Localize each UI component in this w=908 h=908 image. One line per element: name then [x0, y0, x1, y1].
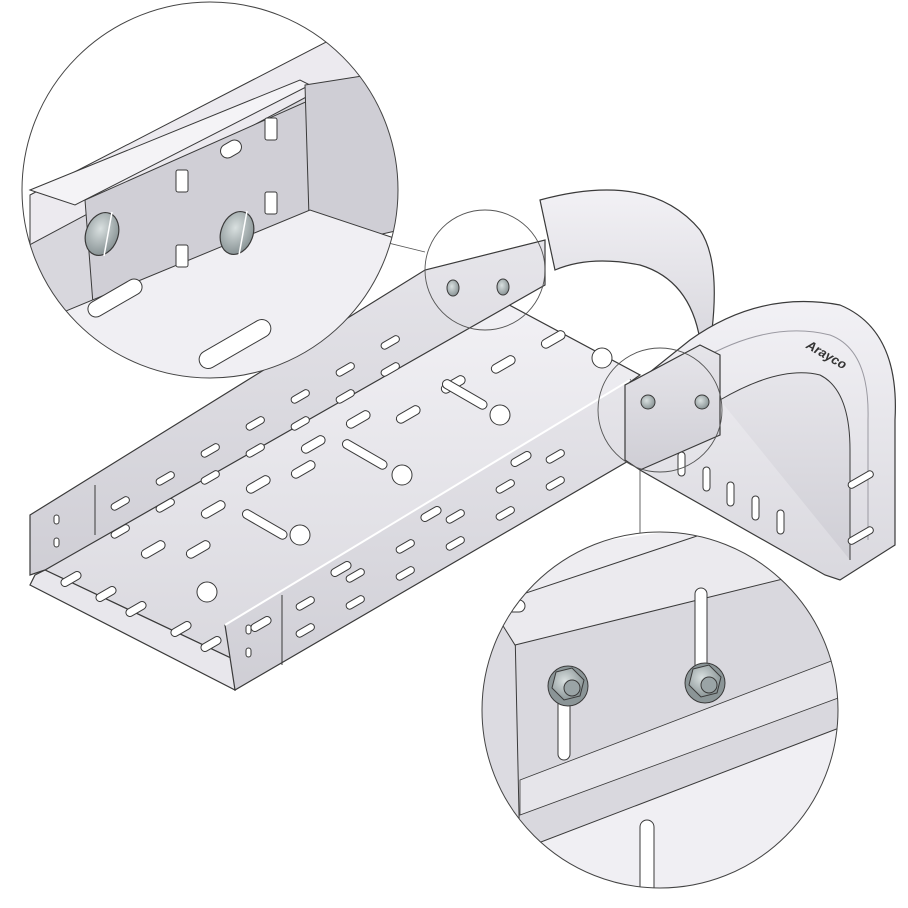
far-wall-slots [110, 335, 400, 539]
detail-callout-top-left [21, 1, 399, 379]
hex-flange-nut-icon [684, 662, 726, 704]
bend-coupler [624, 344, 721, 471]
callout-source-top [424, 209, 546, 331]
floor-perforations [60, 330, 613, 652]
near-wall-slots [295, 449, 565, 638]
end-holes [53, 514, 252, 658]
slotted-screw-icon [84, 211, 120, 257]
slotted-screw-icon [219, 210, 255, 256]
callout-source-bottom [597, 347, 723, 473]
slotted-screw-icon [446, 279, 460, 297]
hex-nut-icon [694, 394, 710, 410]
hex-nut-icon [640, 394, 656, 410]
slotted-screw-icon [496, 278, 510, 296]
cable-tray [29, 239, 642, 691]
hex-flange-nut-icon [547, 665, 589, 707]
top-screws-main [446, 278, 510, 297]
bend-slots [677, 451, 874, 545]
vertical-bend-back [539, 189, 715, 342]
detail-callout-bottom-right [481, 531, 839, 889]
